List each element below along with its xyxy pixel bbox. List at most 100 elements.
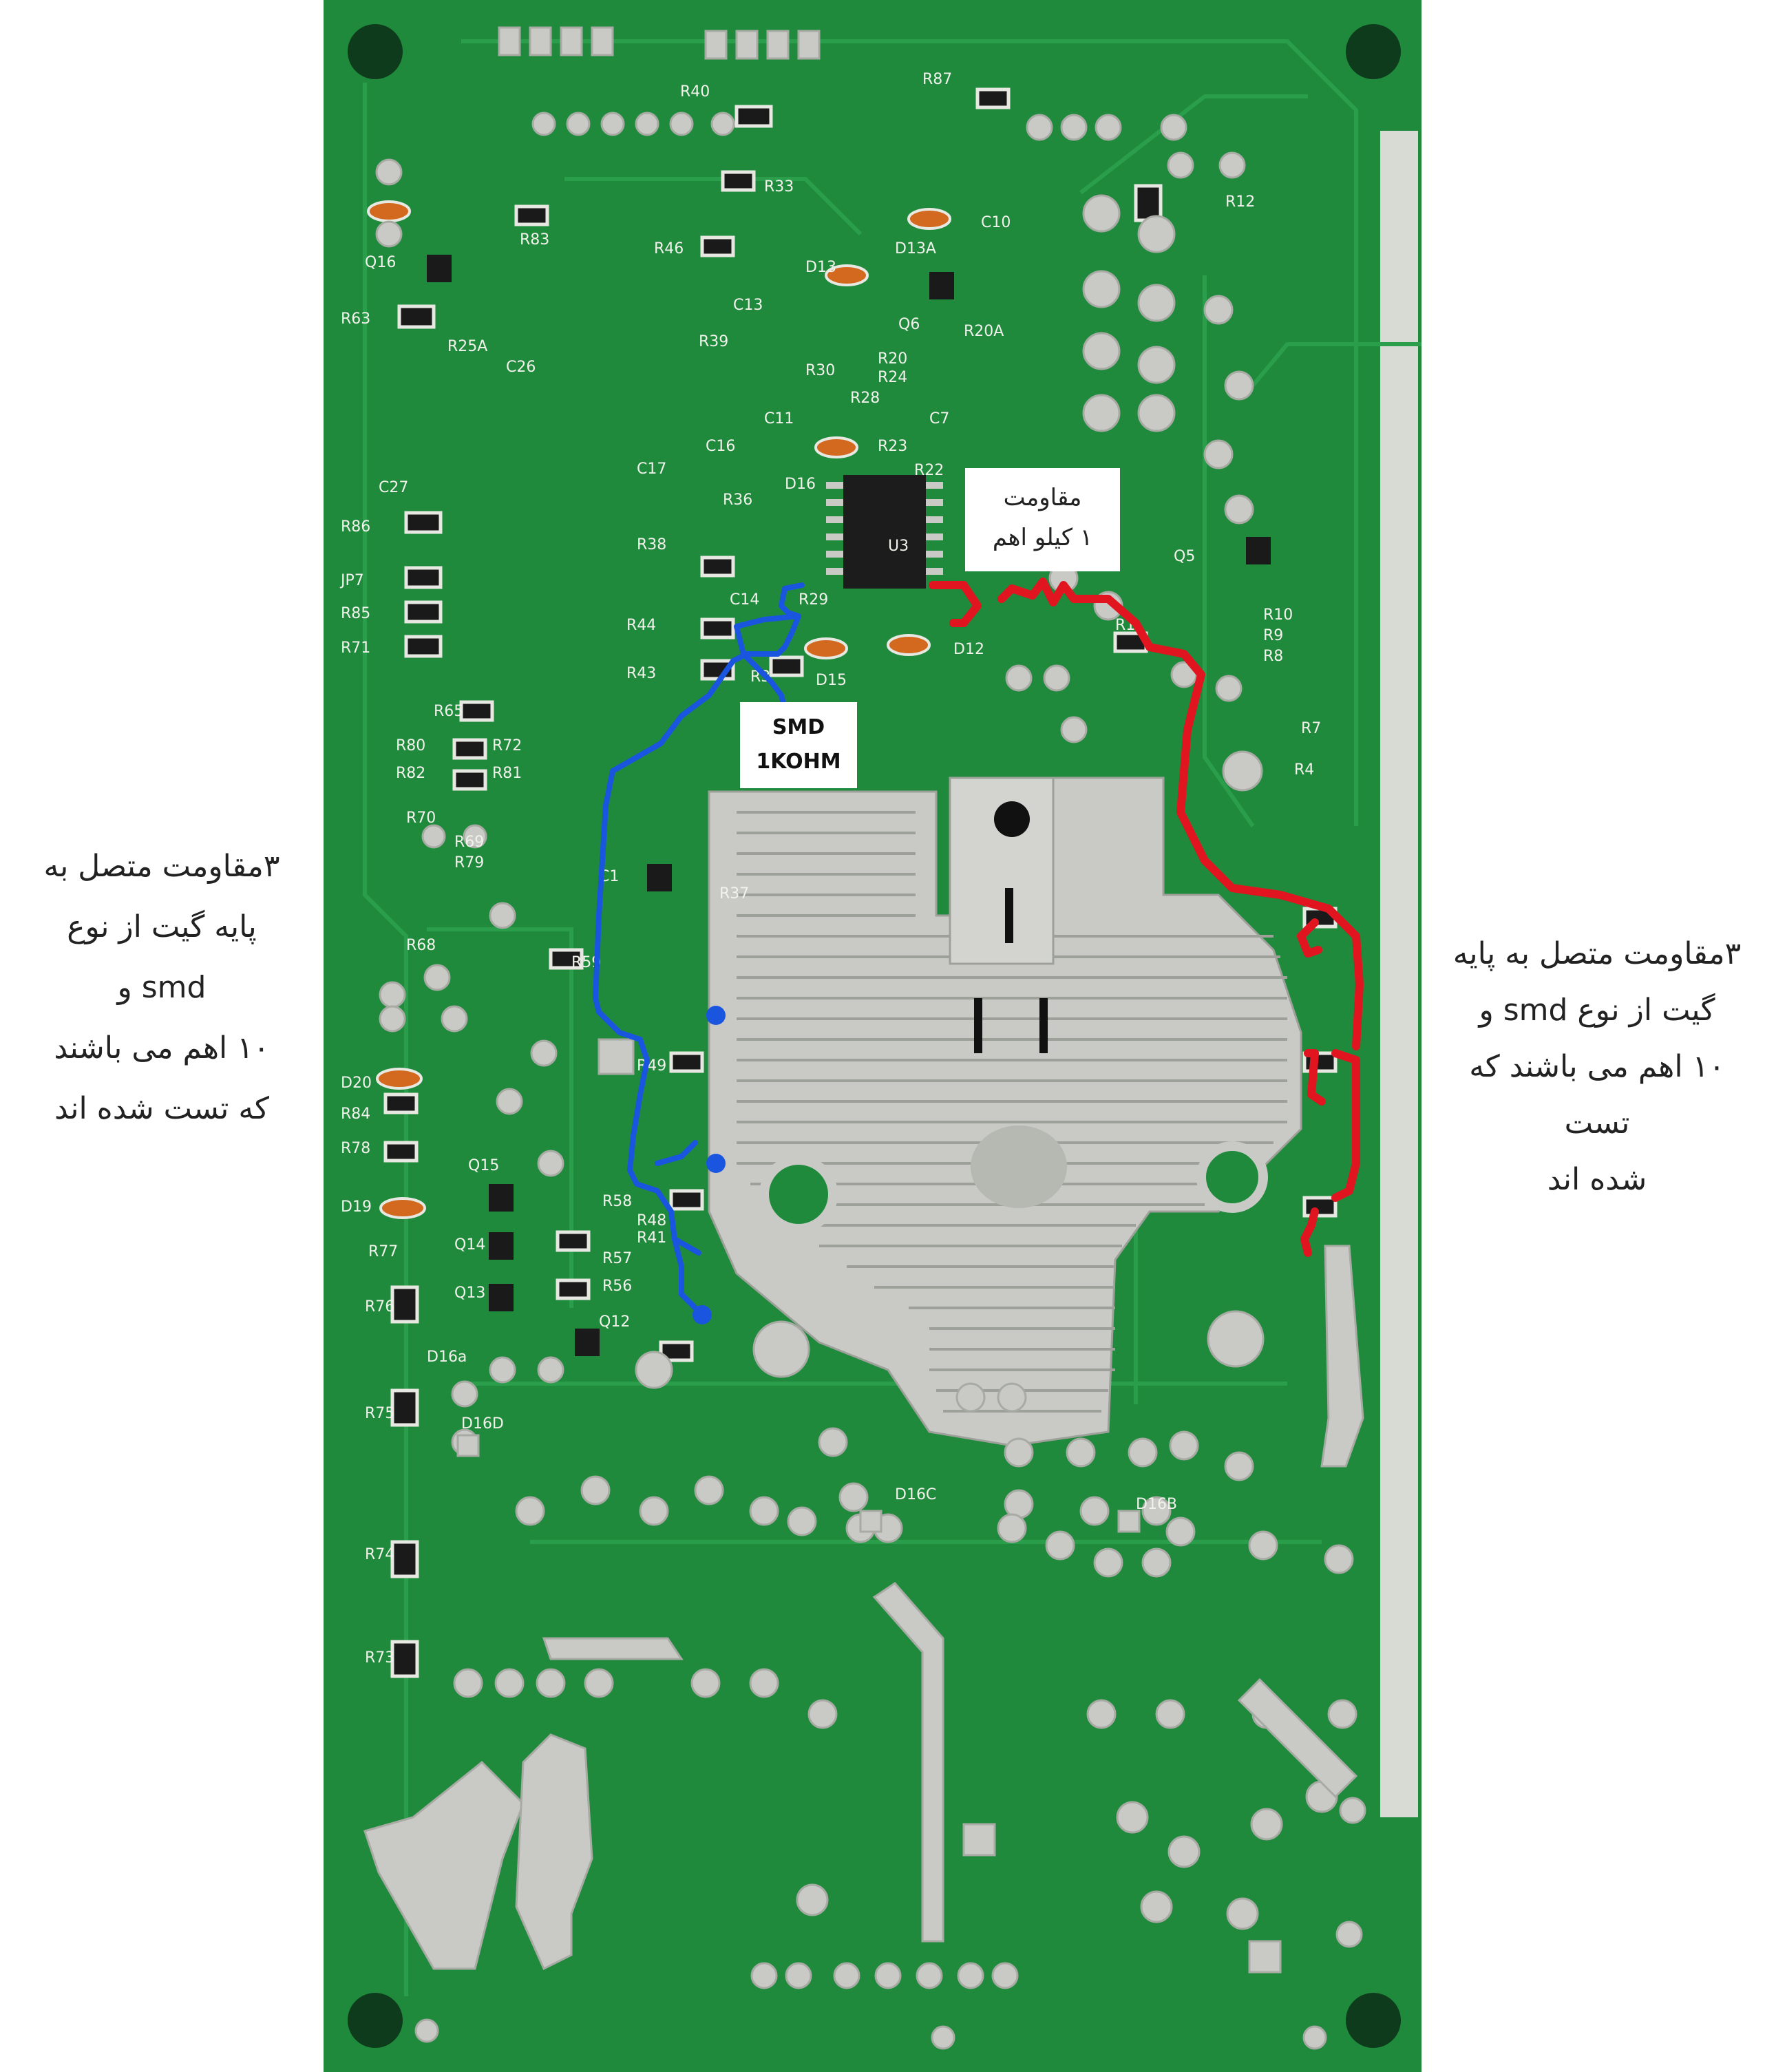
note-line: ۳مقاومت متصل به: [43, 849, 280, 884]
silk-label: C26: [506, 359, 536, 376]
silk-label: R44: [626, 617, 656, 634]
silk-label: R8: [1263, 648, 1283, 665]
heatsink-fins: [737, 811, 1287, 1413]
silk-label: R7: [1301, 720, 1321, 737]
silk-label: R46: [654, 240, 684, 257]
note-line: smd و: [117, 970, 207, 1005]
left-gate-resistor-note: ۳مقاومت متصل به پایه گیت از نوع smd و ۱۰…: [14, 836, 310, 1139]
red-annotation-trace: [929, 578, 1364, 1257]
silk-label: D16: [785, 476, 816, 493]
note-line: ۱۰ اهم می باشند: [54, 1030, 270, 1066]
resistor-1k-label-line2: ۱ کیلو اهم: [992, 524, 1093, 551]
silk-label: R38: [637, 536, 666, 553]
silk-label: R56: [602, 1278, 632, 1295]
silk-label: Q14: [454, 1236, 485, 1254]
note-line: پایه گیت از نوع: [67, 909, 257, 944]
silk-label: R29: [799, 591, 828, 609]
note-line: که تست شده اند: [54, 1091, 269, 1126]
silk-label: R77: [368, 1243, 398, 1260]
ic-u3: [843, 475, 926, 589]
smd-label-line2: 1KOHM: [756, 750, 841, 774]
silk-label: R78: [341, 1140, 370, 1157]
silk-label: R48: [637, 1212, 666, 1229]
silk-label: R4: [1294, 761, 1314, 779]
pcb-artwork: R40 R87 R33 R83 R46 D13A D13 C10 Q6 R20A…: [324, 0, 1421, 2072]
resistor-1k-label-line1: مقاومت: [1003, 484, 1082, 511]
silk-label: R37: [719, 885, 749, 902]
silk-label: D16a: [427, 1349, 467, 1366]
silk-label: D19: [341, 1198, 372, 1216]
silk-label: R36: [723, 491, 752, 509]
note-line: گیت از نوع smd و: [1479, 993, 1715, 1028]
silk-label: R58: [602, 1193, 632, 1210]
silk-label: R70: [406, 810, 436, 827]
silk-label: R72: [492, 737, 522, 754]
silk-label: R83: [520, 231, 549, 249]
silk-label: D13: [805, 259, 836, 276]
silk-label: Q6: [898, 316, 920, 333]
silk-label: D12: [953, 641, 984, 658]
silk-label: Q13: [454, 1285, 485, 1302]
silk-label: C7: [929, 410, 949, 427]
silk-label: R74: [365, 1546, 394, 1563]
silk-label: Q15: [468, 1157, 499, 1174]
silk-label: R75: [365, 1405, 394, 1422]
silk-label: R82: [396, 765, 425, 782]
silk-label: D15: [816, 672, 847, 689]
note-line: شده اند: [1547, 1162, 1647, 1197]
note-line: ۳مقاومت متصل به پایه: [1452, 936, 1742, 971]
power-traces: [363, 1038, 1364, 1971]
silk-label: Q12: [599, 1313, 630, 1331]
silk-label: D16B: [1136, 1496, 1177, 1513]
silk-label: Q16: [365, 254, 396, 271]
silk-label: R65: [434, 703, 463, 720]
silk-label: R49: [637, 1057, 666, 1075]
silk-label: R25A: [447, 338, 487, 355]
silk-label: R23: [878, 438, 907, 455]
silk-label: JP7: [339, 572, 364, 589]
smd-label-line1: SMD: [772, 715, 825, 739]
silk-label: R20: [878, 350, 907, 368]
silk-label: R41: [637, 1229, 666, 1247]
silk-label: R43: [626, 665, 656, 682]
right-gate-resistor-note: ۳مقاومت متصل به پایه گیت از نوع smd و ۱۰…: [1439, 926, 1755, 1208]
smd-1kohm-label: SMD 1KOHM: [740, 702, 857, 788]
through-hole-pads: [375, 26, 1366, 2050]
silk-label: R86: [341, 518, 370, 536]
board-edge-strip: [1380, 131, 1418, 1817]
silk-label: R9: [1263, 627, 1283, 644]
silk-label: D20: [341, 1075, 372, 1092]
silk-label: C13: [733, 297, 763, 314]
silk-label: R22: [914, 462, 944, 479]
silk-label: C27: [379, 479, 408, 496]
silk-label: R12: [1225, 193, 1255, 211]
silk-label: R73: [365, 1649, 394, 1667]
blue-annotation-trace: [593, 582, 805, 1311]
solder-blob: [971, 1125, 1067, 1208]
silk-label: R68: [406, 937, 436, 954]
silk-label: D16C: [895, 1486, 936, 1503]
silkscreen-labels: R40 R87 R33 R83 R46 D13A D13 C10 Q6 R20A…: [339, 71, 1321, 1667]
pcb-board: R40 R87 R33 R83 R46 D13A D13 C10 Q6 R20A…: [324, 0, 1421, 2072]
silk-label: Q5: [1174, 548, 1195, 565]
tab-pad: [949, 776, 1055, 965]
silk-label: R63: [341, 310, 370, 328]
silk-label: R28: [850, 390, 880, 407]
silk-label: D13A: [895, 240, 936, 257]
silk-label: R80: [396, 737, 425, 754]
resistor-1k-label: مقاومت ۱ کیلو اهم: [965, 468, 1120, 571]
smd-components: [367, 87, 1338, 1678]
silk-label: C11: [764, 410, 794, 427]
silk-label: R79: [454, 854, 484, 871]
note-line: ۱۰ اهم می باشند که تست: [1469, 1049, 1725, 1141]
silk-label: R24: [878, 369, 907, 386]
silk-label: C17: [637, 461, 666, 478]
silk-label: R71: [341, 639, 370, 657]
silk-label: D16D: [461, 1415, 504, 1433]
silk-label: R87: [922, 71, 952, 88]
silk-label: R40: [680, 83, 710, 101]
silk-label: C16: [706, 438, 735, 455]
silk-label: R84: [341, 1106, 370, 1123]
silk-label: R57: [602, 1250, 632, 1267]
silk-label: C10: [981, 214, 1011, 231]
